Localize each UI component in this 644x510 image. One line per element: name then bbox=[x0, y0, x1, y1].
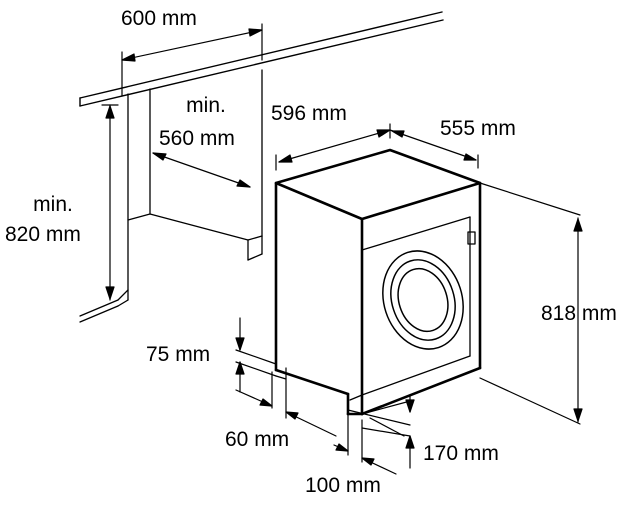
label-niche-height-min: min. bbox=[33, 193, 73, 216]
label-foot-height: 75 mm bbox=[146, 343, 211, 366]
dim-foot-side-offset bbox=[235, 389, 337, 437]
dim-niche-height bbox=[101, 104, 119, 301]
countertop bbox=[79, 11, 444, 107]
niche-outline bbox=[79, 69, 263, 323]
label-machine-depth: 555 mm bbox=[440, 117, 516, 140]
label-niche-depth-min: min. bbox=[186, 94, 226, 117]
dim-foot-gap bbox=[347, 394, 415, 469]
dim-foot-front-offset bbox=[333, 413, 397, 475]
label-machine-height: 818 mm bbox=[541, 302, 617, 325]
label-foot-front-offset: 100 mm bbox=[305, 474, 381, 497]
dim-foot-height bbox=[235, 317, 287, 419]
label-foot-gap: 170 mm bbox=[423, 442, 499, 465]
label-niche-width: 600 mm bbox=[121, 7, 197, 30]
dim-machine-height bbox=[479, 182, 583, 425]
dim-machine-width bbox=[275, 123, 391, 171]
dim-machine-depth bbox=[389, 129, 479, 169]
label-niche-height-value: 820 mm bbox=[5, 223, 81, 246]
label-machine-width: 596 mm bbox=[271, 102, 347, 125]
label-foot-side-offset: 60 mm bbox=[225, 428, 290, 451]
label-niche-depth-value: 560 mm bbox=[159, 127, 235, 150]
machine-front-details bbox=[349, 216, 476, 401]
machine-door bbox=[382, 250, 464, 350]
dim-niche-depth bbox=[152, 152, 251, 188]
dim-niche-width bbox=[121, 23, 263, 97]
